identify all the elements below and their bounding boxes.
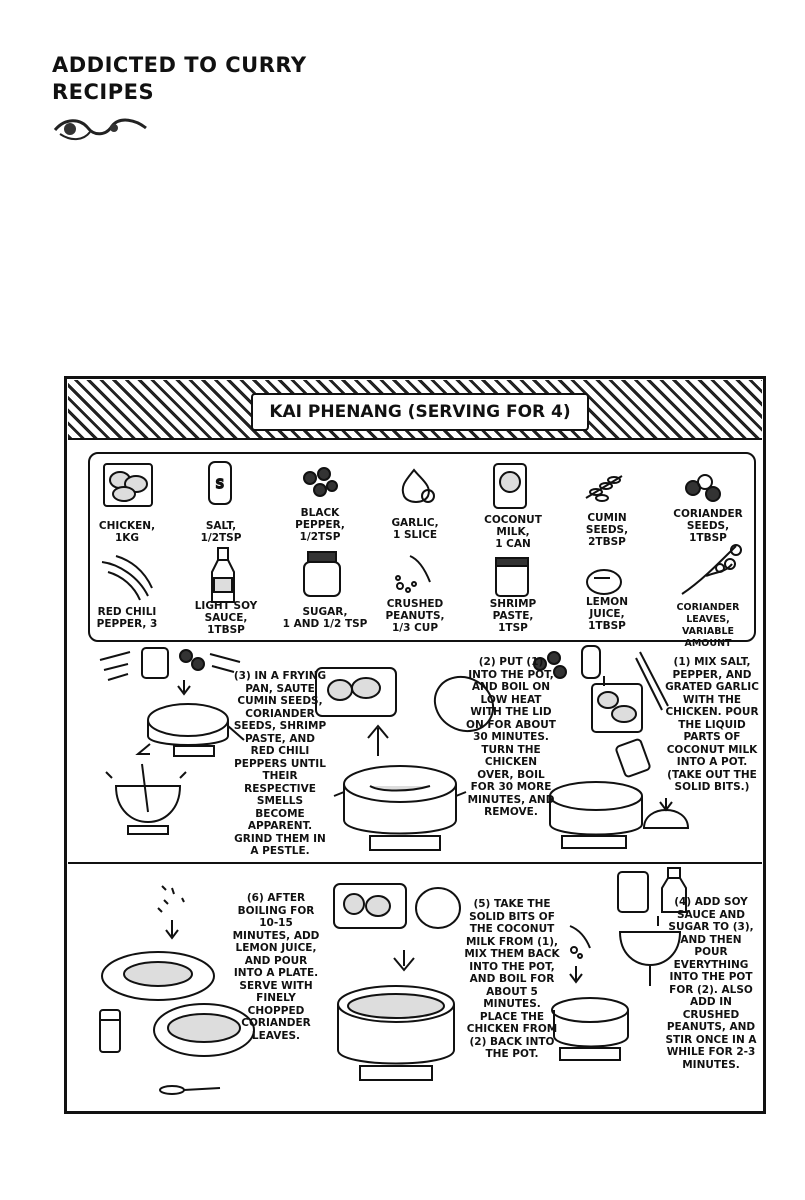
step-5-illustration: [333, 883, 461, 1081]
ingredient-garlic: GARLIC,1 SLICE: [391, 517, 439, 541]
step-4-text: (4) ADD SOY SAUCE AND SUGAR TO (3), AND …: [665, 896, 757, 1071]
step-5-text: (5) TAKE THE SOLID BITS OF THE COCONUT M…: [464, 898, 560, 1060]
step-1-text: (1) MIX SALT, PEPPER, AND GRATED GARLIC …: [665, 656, 759, 793]
garlic-icon: [401, 468, 435, 503]
recipe-frame: [64, 376, 766, 1114]
ingredient-crushed-peanuts: CRUSHED PEANUTS,1/3 CUP: [385, 598, 445, 634]
red-chili-pepper-icon: [101, 555, 153, 601]
black-pepper-icon: [303, 467, 338, 497]
step-2-text: (2) PUT (1) INTO THE POT, AND BOIL ON LO…: [466, 656, 556, 818]
ingredient-sugar: SUGAR,1 AND 1/2 TSP: [282, 606, 368, 630]
ingredient-shrimp-paste: SHRIMP PASTE,1TSP: [489, 598, 537, 634]
ingredient-chicken: CHICKEN,1KG: [98, 520, 156, 544]
step-3-illustration: [99, 647, 245, 835]
ornament-flourish-icon: [53, 118, 147, 140]
svg-text:S: S: [216, 477, 224, 491]
salt-shaker-icon: S: [208, 461, 232, 505]
section-divider: [68, 862, 762, 864]
ingredient-black-pepper: BLACK PEPPER,1/2TSP: [295, 507, 345, 543]
lemon-icon: [586, 569, 622, 595]
ingredient-coriander-seeds: CORIANDER SEEDS,1TBSP: [673, 508, 743, 544]
ingredient-lemon-juice: LEMON JUICE,1TBSP: [585, 596, 629, 632]
step-6-illustration: [99, 885, 255, 1095]
chicken-tray-icon: [103, 463, 153, 507]
ingredient-red-chili-pepper: RED CHILI PEPPER, 3: [96, 606, 158, 630]
step-4-illustration: [551, 867, 687, 1061]
step-6-text: (6) AFTER BOILING FOR 10-15 MINUTES, ADD…: [232, 892, 320, 1042]
soy-sauce-bottle-icon: [211, 547, 235, 603]
sugar-jar-icon: [303, 551, 341, 597]
coriander-seeds-icon: [685, 474, 721, 502]
header-line-2: RECIPES: [52, 80, 155, 104]
page-header: ADDICTED TO CURRY RECIPES: [52, 52, 307, 106]
ingredients-box: [88, 452, 756, 642]
step-3-text: (3) IN A FRYING PAN, SAUTE CUMIN SEEDS, …: [233, 670, 327, 857]
ingredient-coconut-milk: COCONUT MILK,1 CAN: [484, 514, 542, 550]
crushed-peanuts-icon: [395, 555, 431, 593]
ingredient-light-soy-sauce: LIGHT SOY SAUCE,1TBSP: [194, 600, 258, 636]
coriander-leaves-icon: [681, 544, 742, 595]
ingredient-salt: SALT,1/2TSP: [200, 520, 242, 544]
coconut-milk-can-icon: [493, 463, 527, 509]
recipe-title: KAI PHENANG (SERVING FOR 4): [251, 393, 589, 431]
header-line-1: ADDICTED TO CURRY: [52, 53, 307, 77]
shrimp-paste-jar-icon: [495, 557, 529, 597]
step-1-illustration: [533, 645, 690, 849]
cumin-seeds-icon: [585, 475, 623, 502]
step-2-illustration: [315, 667, 495, 851]
ingredient-cumin-seeds: CUMIN SEEDS,2TBSP: [585, 512, 629, 548]
ingredient-coriander-leaves: CORIANDER LEAVES,VARIABLE AMOUNT: [676, 602, 740, 649]
